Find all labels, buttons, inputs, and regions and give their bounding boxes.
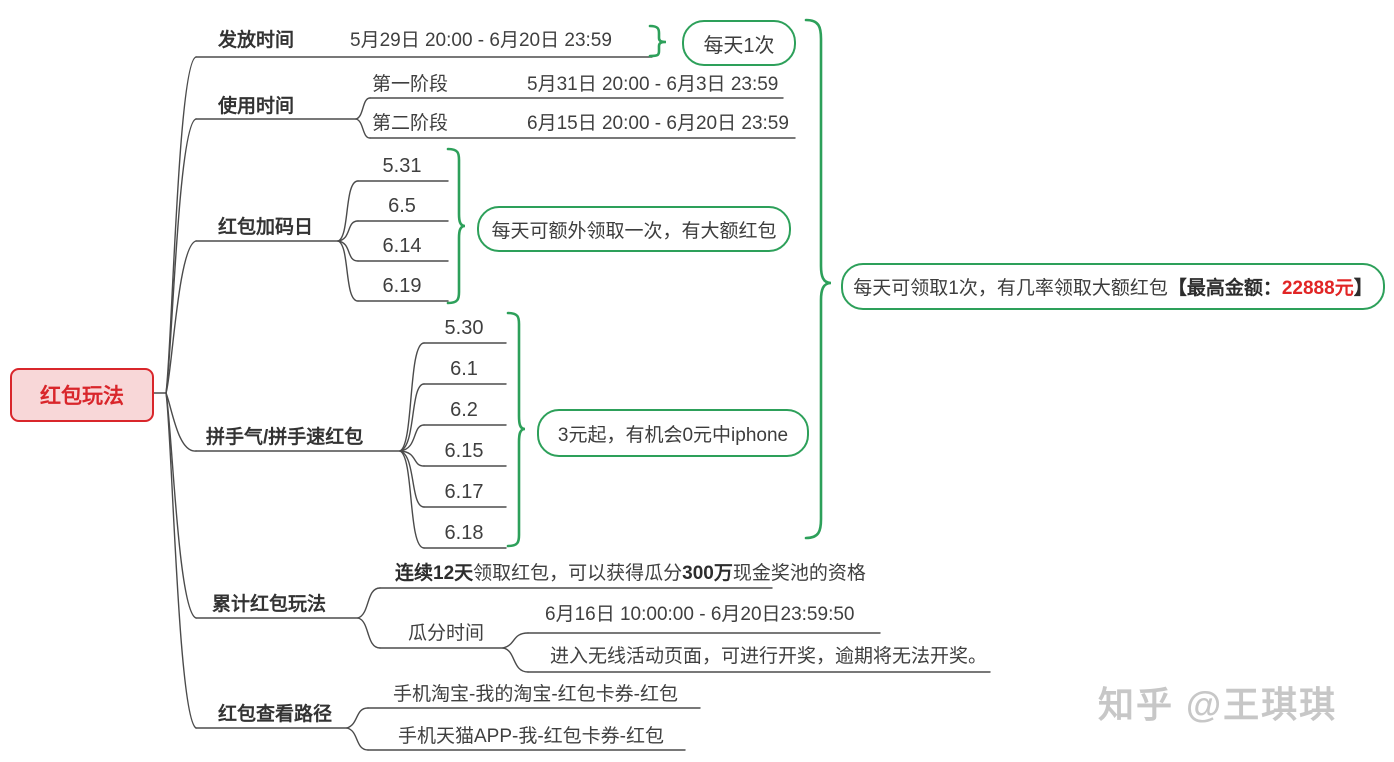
date-node: 6.15 <box>444 440 484 462</box>
cumulative-rule-text2: 现金奖池的资格 <box>732 563 866 584</box>
date-node: 6.19 <box>382 275 422 297</box>
callout-once-per-day-text: 每天1次 <box>703 34 775 57</box>
cumulative-rule-bold2: 300万 <box>682 563 733 584</box>
date-node: 5.30 <box>444 317 484 339</box>
callout-lucky-packets: 3元起，有机会0元中iphone <box>537 409 809 457</box>
callout-summary: 每天可领取1次，有几率领取大额红包【最高金额：22888元】 <box>841 263 1385 310</box>
cumulative-rule: 连续12天领取红包，可以获得瓜分300万现金奖池的资格 <box>395 563 866 585</box>
callout-lucky-packets-text: 3元起，有机会0元中iphone <box>557 424 789 446</box>
usage-phase2-value: 6月15日 20:00 - 6月20日 23:59 <box>527 113 789 134</box>
callout-bonus-days-text: 每天可额外领取一次，有大额红包 <box>491 220 777 242</box>
date-node: 6.14 <box>382 235 422 257</box>
split-time-label: 瓜分时间 <box>408 623 485 644</box>
callout-bonus-days: 每天可额外领取一次，有大额红包 <box>477 206 791 252</box>
date-node: 5.31 <box>382 155 422 177</box>
root-node: 红包玩法 <box>10 368 154 422</box>
callout-once-per-day: 每天1次 <box>682 20 796 66</box>
green-braces <box>446 18 832 548</box>
branch-label-usage: 使用时间 <box>218 96 295 117</box>
date-node: 6.1 <box>450 358 478 380</box>
date-node: 6.17 <box>444 481 484 503</box>
date-node: 6.18 <box>444 522 484 544</box>
split-time-note: 进入无线活动页面，可进行开奖，逾期将无法开奖。 <box>550 646 988 667</box>
usage-phase1-label: 第一阶段 <box>372 74 449 95</box>
summary-highlight-suffix: 】 <box>1353 278 1373 299</box>
usage-phase1-value: 5月31日 20:00 - 6月3日 23:59 <box>527 74 779 95</box>
branch-label-view-path: 红包查看路径 <box>218 704 333 725</box>
view-path-taobao: 手机淘宝-我的淘宝-红包卡券-红包 <box>393 684 678 705</box>
summary-text: 每天可领取1次，有几率领取大额红包 <box>853 278 1168 299</box>
date-node: 6.2 <box>450 399 478 421</box>
summary-max-amount: 22888元 <box>1281 278 1354 299</box>
gray-connectors <box>149 56 991 751</box>
branch-label-lucky-packets: 拼手气/拼手速红包 <box>206 427 364 448</box>
branch-label-distribution: 发放时间 <box>218 30 295 51</box>
cumulative-rule-text1: 领取红包，可以获得瓜分 <box>473 563 683 584</box>
view-path-tmall: 手机天猫APP-我-红包卡券-红包 <box>398 726 665 747</box>
summary-highlight-prefix: 【最高金额： <box>1167 278 1282 299</box>
split-time-value: 6月16日 10:00:00 - 6月20日23:59:50 <box>545 604 855 625</box>
usage-phase2-label: 第二阶段 <box>372 113 449 134</box>
cumulative-rule-bold1: 连续12天 <box>395 563 474 584</box>
branch-label-bonus-days: 红包加码日 <box>218 217 314 238</box>
branch-label-cumulative: 累计红包玩法 <box>212 594 327 615</box>
date-node: 6.5 <box>388 195 416 217</box>
zhihu-watermark: 知乎 @王琪琪 <box>1098 684 1338 725</box>
distribution-time-value: 5月29日 20:00 - 6月20日 23:59 <box>350 30 612 51</box>
